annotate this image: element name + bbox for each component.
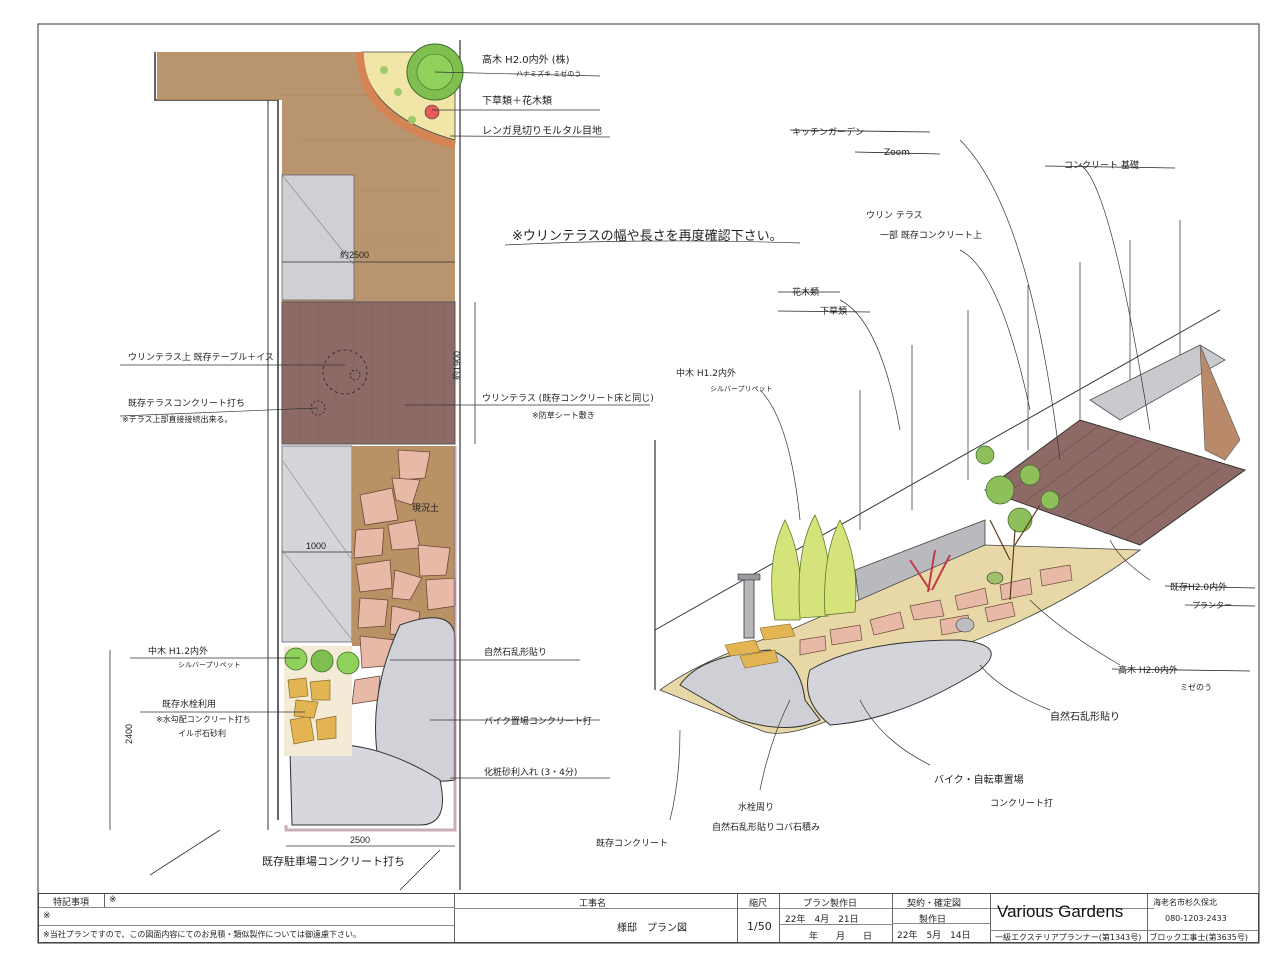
label-uni-terrace: ウリンテラス (既存コンクリート床と同じ) bbox=[482, 392, 654, 404]
label-stone-paving: 自然石乱形貼り bbox=[484, 646, 547, 658]
company-qualifications: 一級エクステリアプランナー(第1343号) ブロック工事士(第3635号) bbox=[995, 933, 1248, 942]
scale-label: 縮尺 bbox=[749, 899, 768, 909]
label-brick-border: レンガ見切りモルタル目地 bbox=[482, 124, 602, 137]
scale-value: 1/50 bbox=[747, 920, 772, 933]
label-bike-parking-persp-2: コンクリート打 bbox=[990, 797, 1053, 809]
project-label: 工事名 bbox=[579, 899, 607, 909]
plan-view: 約2500 約1900 1000 2400 2500 高木 H2.0内外 (株)… bbox=[109, 40, 654, 891]
flower-symbol bbox=[424, 104, 440, 120]
label-tall-tree-persp: 高木 H2.0内外 bbox=[1118, 664, 1178, 676]
special-mark-2: ※ bbox=[43, 911, 51, 921]
project-name: 様邸 プラン図 bbox=[617, 923, 687, 934]
mid-trees-perspective bbox=[771, 514, 857, 621]
label-uni-terrace-table: ウリンテラス上 既存テーブル＋イス bbox=[128, 351, 274, 363]
bike-parking-perspective bbox=[807, 639, 992, 726]
label-block-wall: コンクリート 基礎 bbox=[1064, 159, 1139, 171]
dim-top: 約2500 bbox=[340, 249, 369, 260]
label-bike-parking-persp: バイク・自転車置場 bbox=[934, 773, 1024, 786]
label-shrubs-flowers: 下草類＋花木類 bbox=[482, 94, 552, 107]
plan-date: 22年 4月 21日 bbox=[785, 915, 859, 925]
label-faucet-note-1: ※水勾配コンクリート打ち bbox=[156, 714, 251, 724]
label-terrace-note-2: 一部 既存コンクリート上 bbox=[880, 229, 982, 241]
dim-left: 2400 bbox=[124, 724, 134, 744]
special-notes-label: 特記事項 bbox=[53, 898, 90, 908]
deck-perspective bbox=[983, 419, 1247, 546]
dimension-lines bbox=[109, 261, 476, 847]
label-tall-tree-species: ハナミズキ ミゼのう bbox=[516, 69, 581, 78]
label-tall-tree: 高木 H2.0内外 (株) bbox=[482, 53, 570, 66]
company-phone: 080-1203-2433 bbox=[1165, 914, 1227, 923]
company-name: Various Gardens bbox=[997, 902, 1124, 921]
label-tall-tree-species-persp: ミゼのう bbox=[1180, 682, 1212, 692]
label-gravel: 化粧砂利入れ (3・4分) bbox=[484, 766, 577, 778]
fence-posts bbox=[859, 220, 1181, 530]
label-faucet-area: 水栓周り bbox=[738, 801, 774, 813]
plan-leaders bbox=[119, 71, 650, 779]
shrubs-perspective bbox=[975, 445, 1060, 533]
concrete-panel-top bbox=[281, 174, 355, 301]
dim-mid: 1000 bbox=[306, 541, 326, 551]
uni-terrace bbox=[281, 301, 456, 445]
perspective-note: ※ウリンテラスの幅や長さを再度確認下さい。 bbox=[512, 228, 783, 244]
label-existing-concrete-persp: 既存コンクリート bbox=[596, 837, 668, 849]
made-label: 製作日 bbox=[919, 915, 947, 925]
label-faucet-note-2: イルポ石砂利 bbox=[178, 728, 226, 738]
sheet-border bbox=[37, 23, 1260, 944]
label-mid-tree-persp: 中木 H1.2内外 bbox=[676, 367, 736, 379]
label-existing-concrete: 既存テラスコンクリート打ち bbox=[128, 397, 245, 409]
label-parking: 既存駐車場コンクリート打ち bbox=[262, 854, 405, 868]
faucet-perspective bbox=[743, 577, 755, 639]
label-uni-terrace-note: ※防草シート敷き bbox=[532, 410, 595, 420]
flower-perspective bbox=[909, 549, 951, 593]
label-mid-tree-species: シルバープリペット bbox=[178, 661, 241, 669]
label-existing-faucet: 既存水栓利用 bbox=[162, 698, 216, 710]
disclaimer-text: ※当社プランですので、この図面内容にてのお見積・類似製作については御遠慮下さい。 bbox=[43, 930, 361, 939]
dim-right: 約1900 bbox=[451, 351, 462, 380]
label-terrace-note-1: ウリン テラス bbox=[866, 210, 923, 221]
special-mark-1: ※ bbox=[109, 895, 117, 905]
brick-border bbox=[356, 51, 457, 149]
label-mid-tree: 中木 H1.2内外 bbox=[148, 645, 208, 657]
label-existing-concrete-note: ※テラス上部直接接続出来る。 bbox=[122, 414, 233, 424]
perspective-view: キッチンガーデン Zoom コンクリート 基礎 ウリン テラス 一部 既存コンク… bbox=[596, 126, 1256, 849]
label-ground-cover: 下草類 bbox=[820, 305, 847, 317]
company-address: 海老名市杉久保北 bbox=[1153, 898, 1217, 907]
label-bike-parking: バイク置場コンクリート打 bbox=[484, 715, 592, 727]
plan-date-blank: 年 月 日 bbox=[809, 932, 873, 942]
yellow-stones bbox=[287, 677, 337, 745]
label-kitchen-garden: キッチンガーデン bbox=[792, 126, 864, 138]
title-block: 特記事項 ※ ※ ※当社プランですので、この図面内容にてのお見積・類似製作につい… bbox=[38, 893, 1259, 943]
dim-bottom: 2500 bbox=[350, 835, 370, 845]
plan-date-label: プラン製作日 bbox=[803, 899, 858, 909]
label-faucet-area-2: 自然石乱形貼りコバ石積み bbox=[712, 821, 820, 833]
label-mid-tree-species-persp: シルバープリペット bbox=[710, 385, 773, 393]
label-stone-paving-persp: 自然石乱形貼り bbox=[1050, 710, 1120, 723]
perspective-leaders bbox=[669, 139, 1151, 821]
table-symbol bbox=[322, 349, 368, 395]
concrete-panel-lower bbox=[281, 445, 353, 643]
made-date: 22年 5月 14日 bbox=[897, 931, 971, 941]
contract-label: 契約・確定図 bbox=[907, 899, 962, 909]
label-existing-soil: 現況土 bbox=[412, 502, 439, 514]
